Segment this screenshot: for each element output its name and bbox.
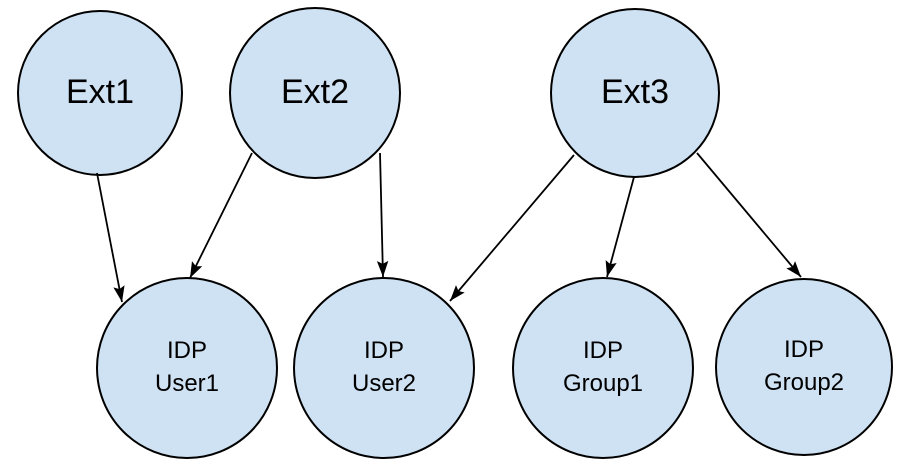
node-idp-group2: IDP Group2 <box>715 278 893 456</box>
node-idp-user1-label-line1: IDP <box>167 337 207 364</box>
edge-ext2-to-user1 <box>189 152 253 279</box>
node-ext3-label: Ext3 <box>601 73 669 111</box>
node-idp-user1-label-line2: User1 <box>155 370 219 397</box>
node-idp-group2-label-line1: IDP <box>784 336 824 363</box>
node-idp-user2-circle <box>293 277 475 459</box>
node-idp-user2-label-line1: IDP <box>364 337 404 364</box>
node-idp-group2-circle <box>715 278 893 456</box>
edge-ext3-to-user2 <box>449 154 575 302</box>
node-ext1-label: Ext1 <box>66 73 134 111</box>
edge-ext3-to-group1 <box>605 176 635 278</box>
edge-ext1-to-user1 <box>96 172 125 303</box>
node-ext1-circle <box>17 10 183 176</box>
nodes-layer: Ext1 Ext2 Ext3 IDP User1 IDP User2 <box>17 7 893 459</box>
node-ext2-label: Ext2 <box>281 73 349 111</box>
node-idp-group1-circle <box>512 277 694 459</box>
node-ext1: Ext1 <box>17 10 183 176</box>
node-idp-group2-label-line2: Group2 <box>764 369 844 396</box>
node-ext2: Ext2 <box>229 7 401 179</box>
node-idp-user1-circle <box>96 277 278 459</box>
node-idp-group1-label-line1: IDP <box>583 337 623 364</box>
edges-layer <box>96 152 802 303</box>
node-idp-user2: IDP User2 <box>293 277 475 459</box>
node-idp-user1: IDP User1 <box>96 277 278 459</box>
node-idp-group1: IDP Group1 <box>512 277 694 459</box>
node-ext3-circle <box>550 8 720 178</box>
edge-ext2-to-user2 <box>376 152 389 278</box>
node-ext2-circle <box>229 7 401 179</box>
node-idp-group1-label-line2: Group1 <box>563 370 643 397</box>
node-ext3: Ext3 <box>550 8 720 178</box>
edge-ext3-to-group2 <box>696 152 802 278</box>
node-idp-user2-label-line2: User2 <box>352 370 416 397</box>
